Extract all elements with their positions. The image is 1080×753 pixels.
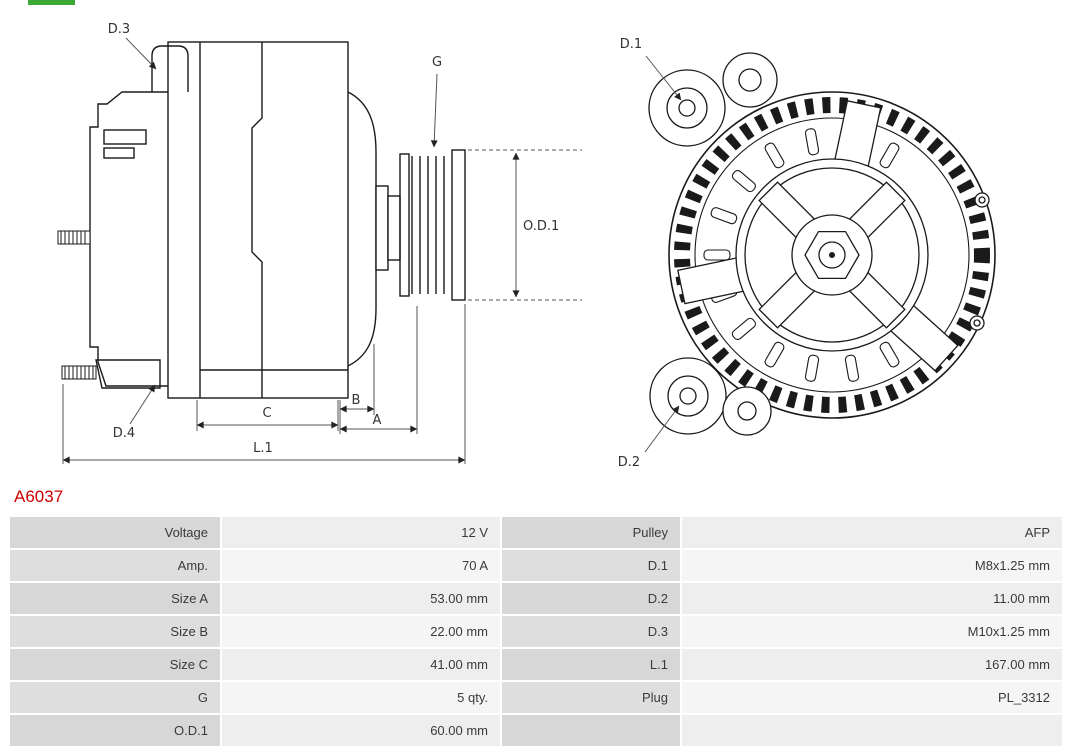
spec-value: AFP [682, 517, 1062, 548]
dim-label-l1: L.1 [253, 441, 273, 456]
spec-label: Plug [502, 682, 680, 713]
spec-table: Voltage 12 V Pulley AFP Amp. 70 A D.1 M8… [10, 517, 1062, 746]
side-view-diagram [57, 41, 466, 399]
spec-value: PL_3312 [682, 682, 1062, 713]
dim-label-g: G [432, 55, 442, 70]
spec-label: Size C [10, 649, 220, 680]
spec-label: O.D.1 [10, 715, 220, 746]
dim-label-a: A [373, 413, 382, 428]
mounting-ear-d2 [649, 357, 727, 435]
shaft-spacer [387, 195, 401, 261]
spec-value: 5 qty. [222, 682, 500, 713]
mounting-ear-d1 [648, 69, 726, 147]
pulley [399, 149, 466, 301]
spec-label: Amp. [10, 550, 220, 581]
part-number: A6037 [14, 487, 64, 506]
dim-label-d1: D.1 [620, 37, 642, 52]
casing-arms [677, 100, 959, 372]
spec-value [682, 715, 1062, 746]
mounting-ear-top [151, 45, 189, 92]
rear-housing-detail [103, 147, 135, 159]
mounting-ear-bottom-front [722, 386, 772, 436]
dim-label-d3: D.3 [108, 22, 130, 37]
logo-fragment [28, 0, 75, 5]
spec-label: Size B [10, 616, 220, 647]
dim-label-d2: D.2 [618, 455, 640, 470]
casting-split-line [251, 42, 263, 398]
spec-value: 70 A [222, 550, 500, 581]
spec-value: M10x1.25 mm [682, 616, 1062, 647]
spec-value: 53.00 mm [222, 583, 500, 614]
threaded-stud-top [57, 230, 91, 245]
spec-label: Voltage [10, 517, 220, 548]
spec-label: L.1 [502, 649, 680, 680]
front-pulley [735, 158, 929, 352]
spec-value: 41.00 mm [222, 649, 500, 680]
leader-g [430, 73, 438, 148]
technical-drawing: D.3 G O.D.1 D.4 C B A L.1 [57, 22, 996, 470]
front-view-dimensions [644, 55, 682, 453]
spec-value: 60.00 mm [222, 715, 500, 746]
leader-d2 [644, 405, 680, 453]
mounting-ear-top-front [722, 52, 778, 108]
spec-label: G [10, 682, 220, 713]
bolt-hole [969, 315, 985, 331]
spec-value: 12 V [222, 517, 500, 548]
dim-label-d4: D.4 [113, 426, 135, 441]
leader-d3 [125, 37, 157, 70]
casing-inner-ring [694, 117, 970, 393]
rear-housing-outline [89, 91, 168, 387]
mounting-lug-bottom [95, 359, 161, 389]
dim-label-b: B [352, 393, 361, 408]
spec-value: M8x1.25 mm [682, 550, 1062, 581]
spec-label [502, 715, 680, 746]
spec-value: 167.00 mm [682, 649, 1062, 680]
spec-value: 22.00 mm [222, 616, 500, 647]
threaded-stud-bottom [61, 365, 97, 380]
leader-d4 [129, 384, 156, 425]
drive-end-bracket [347, 91, 377, 367]
spec-label: Size A [10, 583, 220, 614]
main-body-outline [167, 41, 349, 399]
front-view-diagram [648, 52, 996, 436]
fin-ring [674, 97, 990, 413]
spec-label: D.3 [502, 616, 680, 647]
side-view-dimensions [62, 37, 582, 464]
casing-outline [668, 91, 996, 419]
spec-label: Pulley [502, 517, 680, 548]
leader-d1 [645, 55, 682, 101]
dim-label-od1: O.D.1 [523, 219, 559, 234]
hex-nut [804, 230, 860, 280]
bolt-hole [974, 192, 990, 208]
spec-label: D.2 [502, 583, 680, 614]
spec-value: 11.00 mm [682, 583, 1062, 614]
dim-label-c: C [262, 406, 271, 421]
spec-label: D.1 [502, 550, 680, 581]
shaft-spacer [375, 185, 389, 271]
rear-housing-detail [103, 129, 147, 145]
